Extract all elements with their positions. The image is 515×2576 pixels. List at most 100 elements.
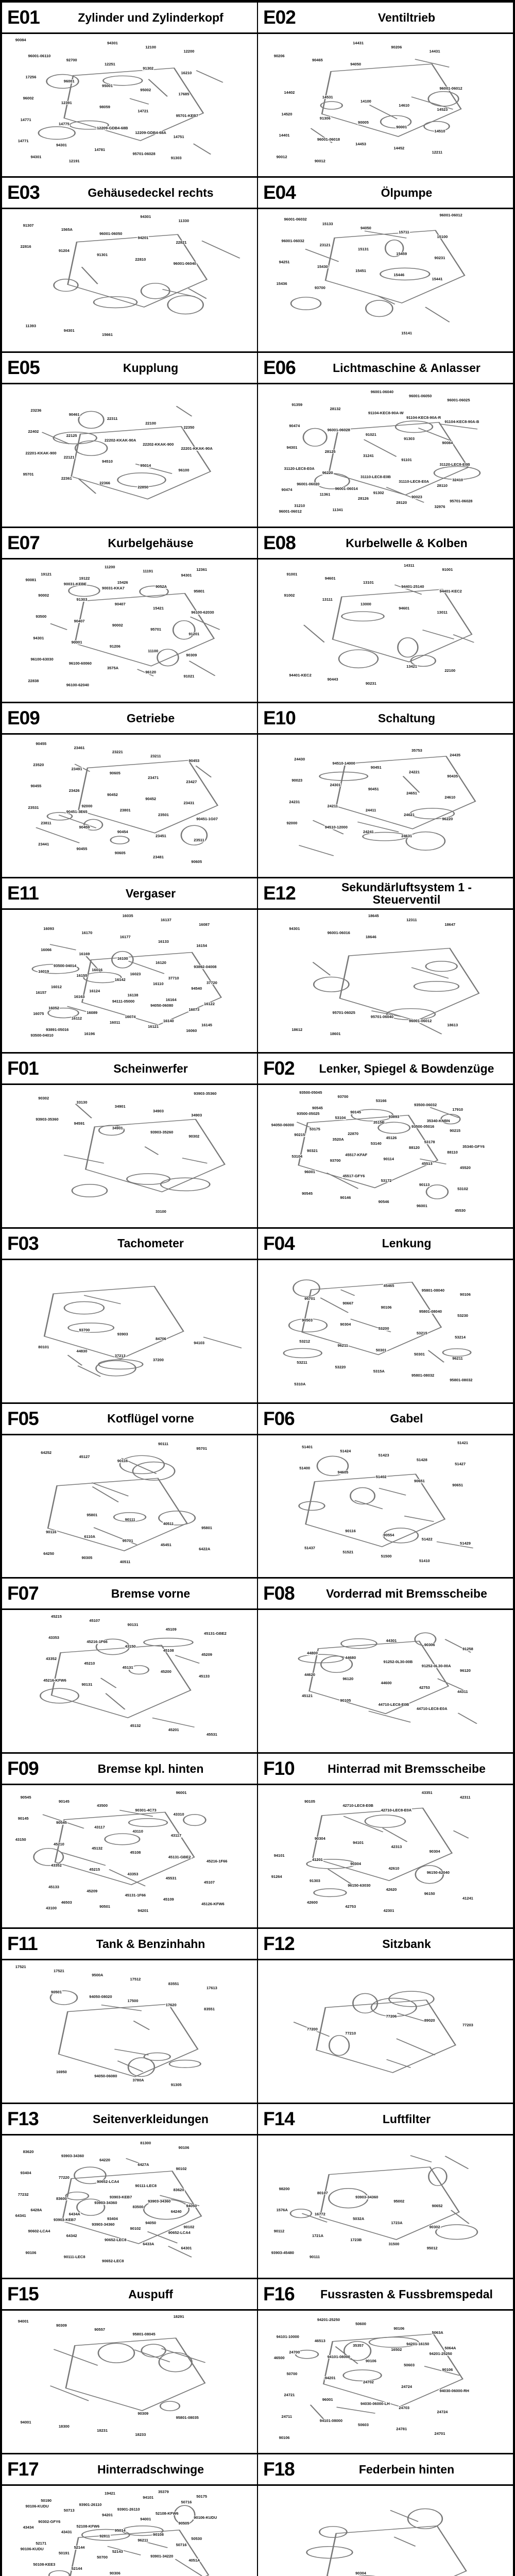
part-number-label: 91302 [372,490,385,495]
part-number-label: 14523 [436,107,449,112]
part-number-label: 90435 [447,774,459,778]
cell-code: F13 [7,2108,39,2130]
part-number-label: 53220 [334,1364,347,1369]
part-number-label: 44710-LEC8-E0A [416,1706,448,1711]
part-number-label: 95014 [140,463,152,468]
part-number-label: 96001-06028 [327,428,351,433]
part-number-label: 16052 [48,1006,60,1011]
part-number-label: 90146 [339,1195,352,1200]
part-number-label: 94301 [286,445,298,450]
part-number-label: 93500-05025 [296,1111,320,1116]
exploded-view-sketch [61,2158,202,2258]
part-number-label: 16164 [165,997,177,1002]
exploded-view-sketch [41,406,211,500]
part-number-label: 95801-08035 [175,2415,199,2420]
part-number-label: 90455 [30,784,42,789]
part-number-label: 24701 [434,2431,446,2436]
part-number-label: 32976 [434,504,446,510]
part-number-label: 16124 [89,989,101,994]
part-number-label: 96001-06040 [370,389,394,394]
part-number-label: 90667 [342,1300,354,1306]
part-number-label: 14781 [94,147,106,152]
part-number-label: 94101 [142,2495,154,2500]
part-number-label: 11341 [332,507,344,512]
part-number-label: 90023 [291,778,303,783]
part-number-label: 90105 [304,1799,316,1804]
part-number-label: 44600 [380,1681,392,1686]
part-number-label: 24221 [408,769,420,774]
part-number-label: 45531 [165,1875,177,1880]
cell-code: F14 [263,2108,295,2130]
part-number-label: 45215 [50,1614,62,1619]
part-number-label: 50108-KEE3 [32,2562,56,2567]
part-number-label: 16035 [122,913,134,918]
part-number-label: 94101 [352,1840,364,1845]
part-number-label: 44680 [345,1655,357,1660]
part-number-label: 42600 [306,1900,318,1905]
part-number-label: 44830 [76,1349,88,1354]
part-number-label: 94101-08000 [319,2418,344,2423]
part-number-label: 91001 [286,571,298,577]
exploded-view-sketch [290,230,466,323]
part-number-label: 14100 [360,98,372,104]
cell-code: F01 [7,1057,39,1079]
part-number-label: 45132 [91,1846,104,1851]
part-number-label: 94001 [140,2516,152,2521]
part-number-label: 37200 [152,1357,164,1362]
part-number-label: 23801 [119,808,131,813]
part-number-label: 53175 [309,1127,321,1132]
part-number-label: 93901-26110 [116,2506,141,2512]
cell-title: Kupplung [123,361,179,375]
part-number-label: 90106 [278,2435,290,2440]
part-number-label: 45107 [89,1618,101,1623]
part-number-label: 93500-06032 [413,1103,438,1108]
part-number-label: 53166 [375,1098,387,1104]
part-number-label: 94201 [137,235,149,241]
cell-code: E07 [7,532,40,553]
part-number-label: 6110A [83,1534,96,1539]
part-number-label: 90546 [377,1199,390,1205]
part-number-label: 96001-06040 [173,261,197,266]
part-number-label: 13421 [406,664,418,669]
part-number-label: 90455 [35,741,47,746]
cell-title: Ölpumpe [381,185,433,199]
part-number-label: 95001 [101,83,113,88]
part-number-label: 93404 [106,2216,118,2221]
part-number-label: 23121 [319,243,331,248]
part-number-label: 43352 [45,1656,57,1662]
part-number-label: 14453 [355,141,367,146]
part-number-label: 22100 [145,420,157,426]
part-number-label: 23520 [32,762,45,767]
part-number-label: 90652-LCA4 [96,2179,120,2184]
part-number-label: 23501 [157,812,169,817]
cell-title: Sitzbank [382,1937,431,1951]
cell-title: Lichtmaschine & Anlasser [333,361,480,375]
part-number-label: 90652-LEC8 [104,2237,127,2242]
part-number-label: 94301 [32,635,45,640]
part-number-label: 23221 [111,750,124,755]
part-number-label: 40511 [162,1521,175,1526]
part-number-label: 22366 [99,480,111,485]
part-number-label: 11393 [25,324,37,329]
part-number-label: 90113 [418,1182,431,1188]
part-number-label: 91201 [188,631,200,636]
part-number-label: 18231 [96,2428,108,2433]
part-number-label: 96001-06016 [327,930,351,936]
part-number-label: 16177 [119,935,131,940]
part-number-label: 90111-LEC8 [134,2183,158,2189]
